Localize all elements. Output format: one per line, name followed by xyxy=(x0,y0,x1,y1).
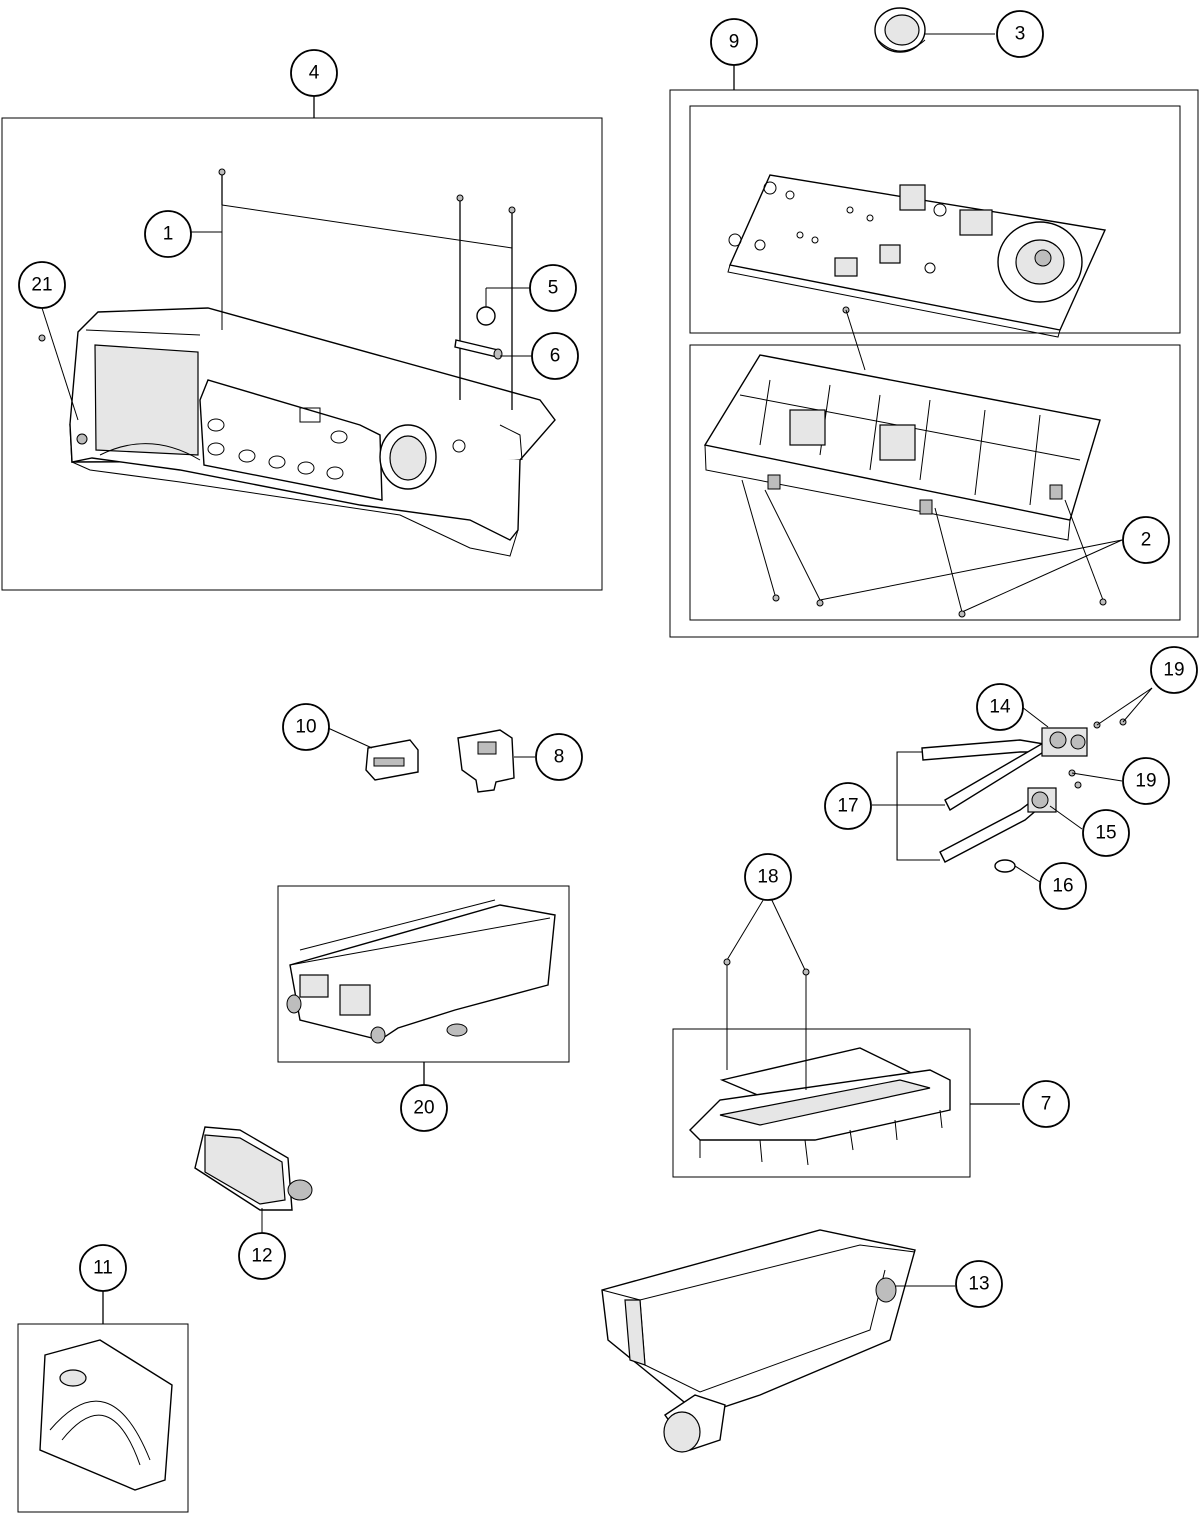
group-11-drawer-front xyxy=(17,1290,189,1513)
part-5-cap xyxy=(476,287,531,326)
callout-2: 2 xyxy=(1122,516,1170,564)
control-panel-part xyxy=(69,307,556,557)
part-8-lock xyxy=(457,729,535,793)
group-9-pcb-assembly xyxy=(669,62,1199,638)
svg-text:3: 3 xyxy=(1015,24,1026,45)
valve-14 xyxy=(1021,706,1088,757)
callout-8: 8 xyxy=(535,733,583,781)
callout-9: 9 xyxy=(710,18,758,66)
valve-15 xyxy=(1027,787,1083,830)
group-4-frame xyxy=(1,117,603,591)
callout-12: 12 xyxy=(238,1232,286,1280)
svg-text:8: 8 xyxy=(554,747,565,768)
callout-15: 15 xyxy=(1082,809,1130,857)
callout-19-top: 19 xyxy=(1150,646,1198,694)
svg-text:19: 19 xyxy=(1163,660,1184,681)
pcb-dial-encoder xyxy=(997,221,1083,303)
svg-text:7: 7 xyxy=(1041,1094,1052,1115)
callout-4: 4 xyxy=(290,49,338,97)
screws-part-2 xyxy=(741,479,1123,618)
svg-text:6: 6 xyxy=(550,346,561,367)
svg-text:1: 1 xyxy=(163,224,174,245)
callout-5: 5 xyxy=(529,264,577,312)
part-10-latch xyxy=(327,727,419,781)
callout-10: 10 xyxy=(282,703,330,751)
program-knob xyxy=(379,424,437,490)
part-13-tub xyxy=(601,1229,955,1453)
callout-17: 17 xyxy=(824,782,872,830)
screws-part-1 xyxy=(190,168,516,410)
callout-13: 13 xyxy=(955,1260,1003,1308)
svg-text:10: 10 xyxy=(295,717,316,738)
svg-text:12: 12 xyxy=(251,1246,272,1267)
svg-text:4: 4 xyxy=(309,63,320,84)
callout-20: 20 xyxy=(400,1084,448,1132)
part-12-handle xyxy=(194,1126,313,1233)
svg-text:18: 18 xyxy=(757,867,778,888)
svg-text:5: 5 xyxy=(548,278,559,299)
callout-6: 6 xyxy=(531,332,579,380)
water-valves xyxy=(872,687,1153,883)
panel-buttons xyxy=(207,407,348,480)
callout-7: 7 xyxy=(1022,1080,1070,1128)
svg-text:16: 16 xyxy=(1052,876,1073,897)
svg-text:14: 14 xyxy=(989,697,1011,718)
svg-text:9: 9 xyxy=(729,32,740,53)
svg-text:2: 2 xyxy=(1141,530,1152,551)
group-4-control-panel xyxy=(1,95,603,591)
callout-18: 18 xyxy=(744,853,792,901)
svg-text:17: 17 xyxy=(837,796,858,817)
svg-text:13: 13 xyxy=(968,1274,989,1295)
callout-14: 14 xyxy=(976,683,1024,731)
callout-11: 11 xyxy=(79,1244,127,1292)
callout-16: 16 xyxy=(1039,862,1087,910)
group-7-dispenser-lid xyxy=(672,891,1020,1178)
svg-text:11: 11 xyxy=(93,1258,113,1279)
group-9-frame xyxy=(669,89,1199,638)
svg-text:19: 19 xyxy=(1135,771,1156,792)
pcb-case xyxy=(703,354,1101,541)
callout-19-bottom: 19 xyxy=(1122,757,1170,805)
callout-1: 1 xyxy=(144,210,192,258)
part-6-shaft xyxy=(454,339,533,360)
svg-text:15: 15 xyxy=(1095,823,1116,844)
part-3-knob xyxy=(874,7,995,53)
callout-21: 21 xyxy=(18,261,66,309)
group-20-dispenser-housing xyxy=(277,885,570,1085)
svg-text:21: 21 xyxy=(31,275,52,296)
pcb-board xyxy=(727,174,1107,338)
callout-3: 3 xyxy=(996,10,1044,58)
svg-text:20: 20 xyxy=(413,1098,434,1119)
